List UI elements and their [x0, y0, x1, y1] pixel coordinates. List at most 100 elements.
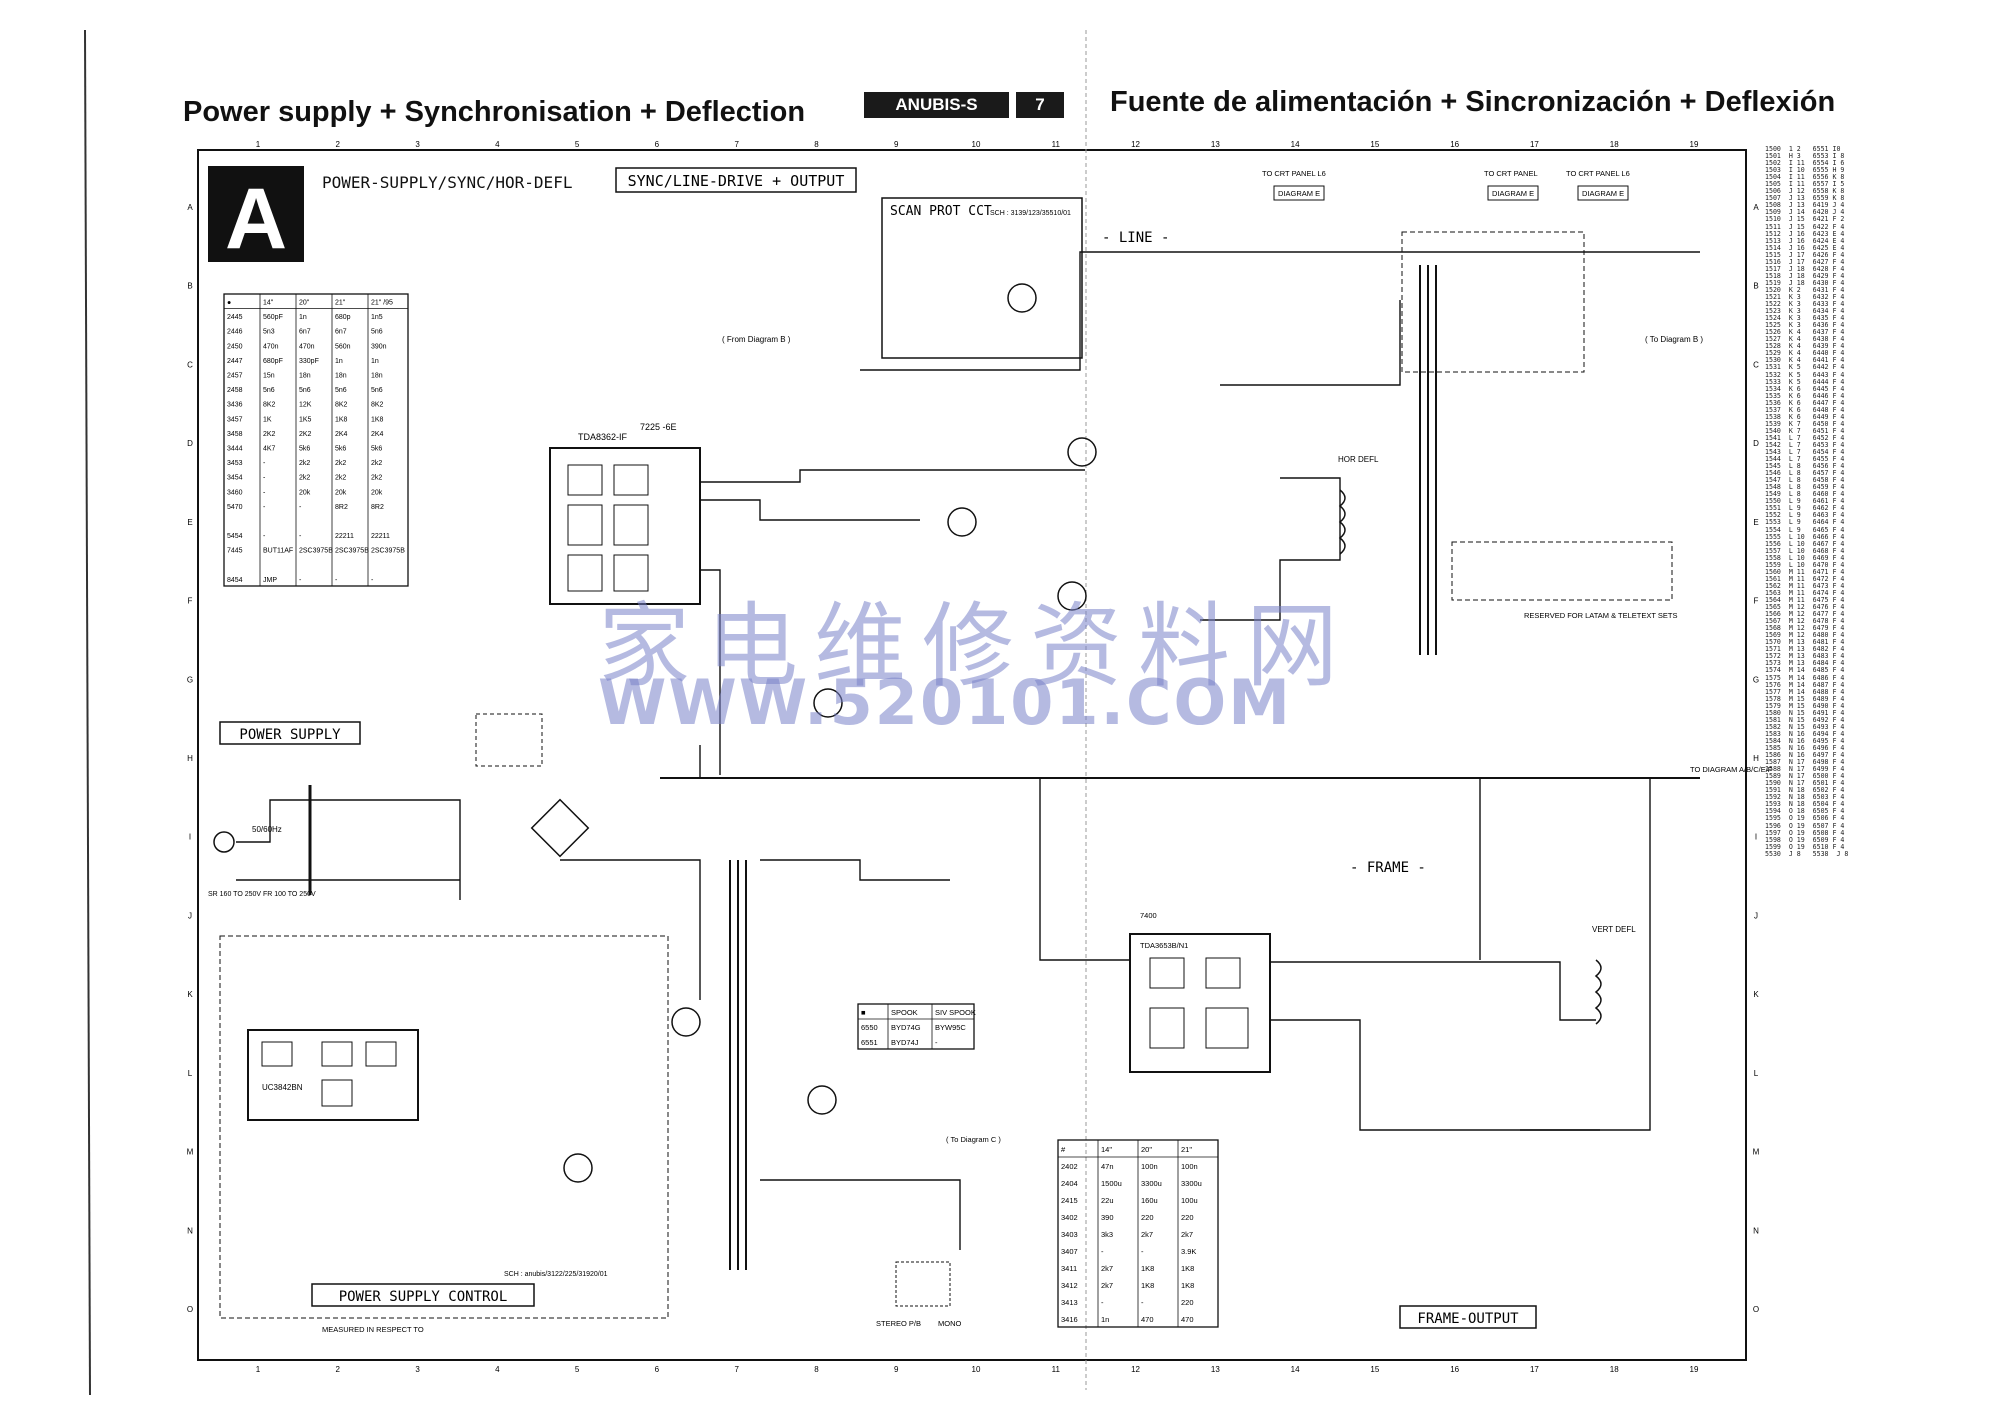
transistor-7459: [1057, 581, 1087, 611]
grid-col-bottom-19: 19: [1690, 1365, 1699, 1374]
table-top-cell: 3444: [227, 446, 243, 453]
table-top-cell: 330pF: [299, 358, 319, 365]
grid-col-top-5: 5: [575, 140, 580, 149]
table-top-cell: 22211: [371, 533, 390, 540]
table-top-cell: 3453: [227, 460, 243, 467]
sheet-caption: POWER-SUPPLY/SYNC/HOR-DEFL: [322, 173, 572, 192]
table-top-cell: 8K2: [335, 402, 348, 409]
grid-row-right-H: H: [1753, 754, 1759, 763]
table-top-cell: 8R2: [335, 504, 348, 511]
table-top-cell: 5n3: [263, 329, 275, 336]
grid-col-top-16: 16: [1450, 140, 1459, 149]
table-top-cell: 2k2: [335, 475, 346, 482]
wire-smps-secondary: [760, 859, 950, 881]
reserved-latam-label: RESERVED FOR LATAM & TELETEXT SETS: [1524, 611, 1678, 620]
frame-block-amp2: [1205, 957, 1241, 989]
frame-block-amp1: [1149, 957, 1185, 989]
table-bottom-cell: 3k3: [1101, 1230, 1113, 1239]
table-top-cell: -: [371, 577, 374, 584]
vert-defl-label: VERT DEFL: [1592, 925, 1636, 934]
diagram-e-box-2: [1487, 185, 1539, 201]
table-top-cell: 2K2: [263, 431, 276, 438]
grid-row-right-L: L: [1754, 1069, 1759, 1078]
table-top-cell: 5n6: [335, 387, 347, 394]
scan-prot-sch: SCH : 3139/123/35510/01: [990, 210, 1071, 217]
smps-transformer: [729, 860, 747, 1270]
table-top-cell: 2445: [227, 314, 243, 321]
page-title-spanish: Fuente de alimentación + Sincronización …: [1110, 86, 1836, 118]
transistor-7512: [563, 1153, 593, 1183]
grid-row-left-L: L: [188, 1069, 193, 1078]
wire-supply-top: [860, 251, 1700, 371]
power-supply-label-box: [219, 721, 361, 745]
table-top-cell: 8R2: [371, 504, 384, 511]
diagram-e-2: DIAGRAM E: [1492, 189, 1534, 198]
uc-block-3: [365, 1041, 397, 1067]
table-top-cell: 3460: [227, 489, 243, 496]
grid-row-right-I: I: [1755, 833, 1757, 842]
table-top-cell: 1K: [263, 416, 272, 423]
table-bottom-cell: 22u: [1101, 1196, 1114, 1205]
grid-row-right-D: D: [1753, 439, 1759, 448]
bridge-rectifier: [530, 798, 590, 858]
table-top-cell: -: [263, 533, 266, 540]
table-diodes-header: SPOOK: [891, 1008, 918, 1017]
line-output-transformer: [1419, 265, 1437, 655]
grid-col-bottom-17: 17: [1530, 1365, 1539, 1374]
table-top-cell: 2458: [227, 387, 243, 394]
wire-vdrive: [700, 569, 721, 775]
table-top-cell: 18n: [335, 373, 347, 380]
table-top-cell: 3436: [227, 402, 243, 409]
frame-block-diode: [1149, 1007, 1185, 1049]
transistor-7421: [813, 688, 843, 718]
table-bottom-cell: 1K8: [1141, 1281, 1154, 1290]
table-top-cell: 5n6: [263, 387, 275, 394]
table-top-cell: 470n: [299, 343, 315, 350]
table-top-cell: 680pF: [263, 358, 283, 365]
to-diagram-b: ( To Diagram B ): [1645, 335, 1703, 344]
table-top-cell: -: [263, 475, 266, 482]
table-diodes-cell: -: [935, 1038, 938, 1047]
wire-mains: [236, 799, 461, 900]
grid-row-right-O: O: [1753, 1305, 1759, 1314]
table-bottom-cell: 3407: [1061, 1247, 1078, 1256]
table-bottom-cell: 2404: [1061, 1179, 1078, 1188]
watermark-url: WWW.520101.COM: [598, 666, 1292, 739]
table-bottom-cell: 2k7: [1101, 1281, 1113, 1290]
power-supply-control-label-box: [311, 1283, 535, 1307]
schematic-number: SCH : anubis/3122/225/31920/01: [504, 1271, 608, 1278]
table-top-cell: 3454: [227, 475, 243, 482]
table-bottom-cell: 3.9K: [1181, 1247, 1196, 1256]
table-bottom-cell: 3402: [1061, 1213, 1078, 1222]
grid-col-bottom-3: 3: [415, 1365, 420, 1374]
ic-block-amp: [613, 504, 649, 546]
grid-row-right-N: N: [1753, 1226, 1759, 1235]
table-bottom-cell: -: [1101, 1298, 1104, 1307]
table-top-cell: 4K7: [263, 446, 276, 453]
wire-hsync: [700, 499, 920, 521]
grid-row-right-F: F: [1754, 597, 1759, 606]
grid-row-right-G: G: [1753, 675, 1759, 684]
transistor-7440: [947, 507, 977, 537]
grid-col-top-6: 6: [655, 140, 660, 149]
table-bottom-cell: 3412: [1061, 1281, 1078, 1290]
frame-block-flyback: [1205, 1007, 1249, 1049]
table-top-cell: 7445: [227, 548, 243, 555]
grid-row-right-B: B: [1753, 282, 1758, 291]
wire-frame-fb: [1270, 1019, 1600, 1131]
table-diodes-cell: 6551: [861, 1038, 878, 1047]
table-diodes-cell: 6550: [861, 1023, 878, 1032]
mono-label: MONO: [938, 1319, 961, 1328]
table-bottom-cell: 2k7: [1181, 1230, 1193, 1239]
grid-col-top-8: 8: [814, 140, 819, 149]
table-top-cell: 2457: [227, 373, 243, 380]
table-top-cell: 5k6: [335, 446, 346, 453]
vert-defl-coil: [1594, 959, 1602, 1025]
table-top-cell: 1n: [299, 314, 307, 321]
wire-line-drive: [700, 469, 1085, 483]
wire-frame-out: [1270, 961, 1596, 1021]
grid-col-bottom-2: 2: [336, 1365, 341, 1374]
